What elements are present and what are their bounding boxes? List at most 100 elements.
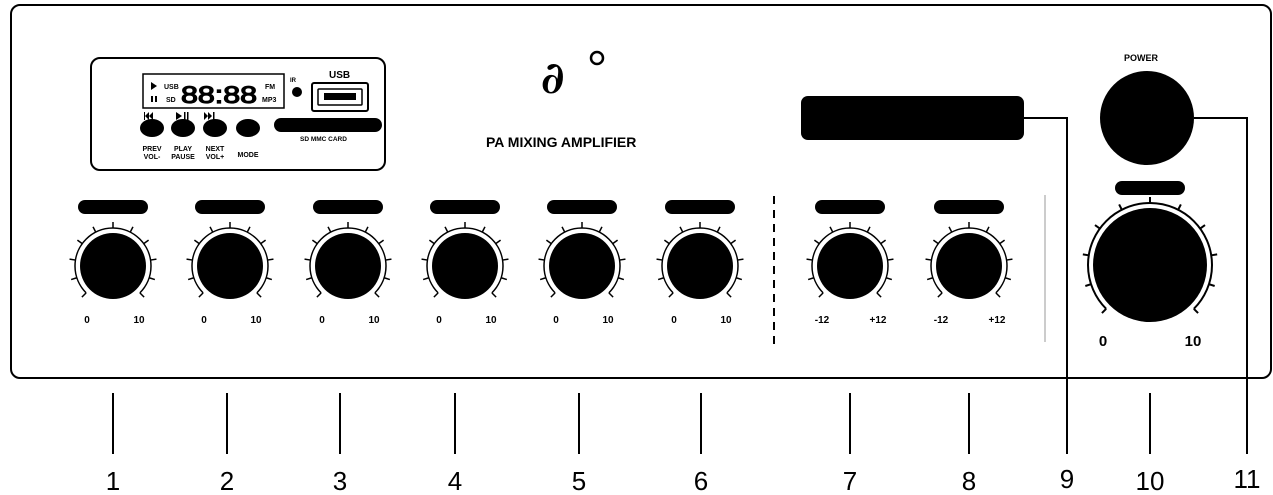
channel-knob-4-max-label: 10: [485, 315, 497, 326]
callout-number: 6: [694, 466, 708, 495]
channel-knob-1-scale-arc: [74, 227, 152, 294]
master-volume-knob-scale-tick: [1094, 224, 1101, 230]
channel-knob-5-scale-tick: [550, 292, 556, 298]
master-volume-knob-min-label: 0: [1099, 333, 1107, 350]
tone-knob-1-max-label: +12: [870, 315, 887, 326]
channel-knob-6-scale-tick: [668, 292, 674, 298]
channel-knob-1[interactable]: [80, 233, 146, 299]
tone-knob-1-scale-tick: [818, 292, 824, 298]
callout-number: 7: [843, 466, 857, 495]
channel-knob-1-scale-tick: [70, 277, 78, 281]
play-pause-icon: [176, 112, 182, 120]
player-button-2[interactable]: [171, 119, 195, 137]
tone-knob-1-scale-tick: [885, 277, 893, 281]
master-volume-knob[interactable]: [1093, 208, 1207, 322]
tone-knob-2-scale-tick: [1006, 258, 1013, 261]
channel-knob-6-min-label: 0: [671, 315, 677, 326]
channel-knob-1-scale-tick: [139, 292, 145, 298]
channel-knob-6-scale-tick: [737, 258, 744, 261]
brand-logo: ∂: [541, 50, 605, 104]
channel-knob-6-label-strip: [665, 200, 735, 214]
channel-knob-5-scale-tick: [608, 292, 614, 298]
tone-knob-1-scale-tick: [876, 292, 882, 298]
player-button-sublabel: VOL+: [206, 154, 224, 161]
channel-knob-5-scale-tick: [545, 239, 552, 245]
channel-knob-4-scale-tick: [491, 292, 497, 298]
channel-knob-2-label-strip: [195, 200, 265, 214]
channel-knob-2-scale-tick: [260, 239, 267, 245]
channel-knob-3-max-label: 10: [368, 315, 380, 326]
channel-knob-3-label-strip: [313, 200, 383, 214]
channel-knob-1-label-strip: [78, 200, 148, 214]
channel-knob-1-scale-tick: [92, 226, 97, 233]
callout-number: 4: [448, 466, 462, 495]
tone-knob-1-scale-tick: [887, 258, 894, 261]
callout-number: 2: [220, 466, 234, 495]
tone-knob-2[interactable]: [936, 233, 1002, 299]
callout-number: 3: [333, 466, 347, 495]
channel-knob-4-scale-tick: [444, 226, 449, 233]
channel-knob-3-min-label: 0: [319, 315, 325, 326]
ir-label: IR: [290, 78, 297, 84]
player-button-sublabel: PAUSE: [171, 154, 195, 161]
channel-knob-2-scale-tick: [246, 226, 251, 233]
player-button-label: PLAY: [174, 146, 192, 153]
tone-knob-1-scale-tick: [806, 258, 813, 261]
power-button[interactable]: [1100, 71, 1194, 165]
channel-knob-4-scale-tick: [428, 239, 435, 245]
callout-number: 10: [1136, 466, 1165, 495]
channel-knob-2-scale-tick: [267, 258, 274, 261]
channel-knob-3-scale-arc: [309, 227, 387, 294]
player-button-1[interactable]: [140, 119, 164, 137]
channel-knob-1-scale-tick: [76, 239, 83, 245]
player-button-4[interactable]: [236, 119, 260, 137]
next-icon: [204, 112, 212, 120]
master-volume-knob-scale-tick: [1199, 224, 1206, 230]
channel-knob-1-min-label: 0: [84, 315, 90, 326]
player-button-sublabel: VOL-: [144, 154, 161, 161]
channel-knob-5-min-label: 0: [553, 315, 559, 326]
ir-sensor: [292, 87, 302, 97]
player-button-3[interactable]: [203, 119, 227, 137]
channel-knob-3[interactable]: [315, 233, 381, 299]
channel-knob-4-min-label: 0: [436, 315, 442, 326]
callout-leader-line: [1194, 117, 1248, 454]
sd-card-slot[interactable]: [274, 118, 382, 132]
channel-knob-6-scale-tick: [657, 277, 665, 281]
tone-knob-1[interactable]: [817, 233, 883, 299]
master-volume-knob-scale-tick: [1211, 253, 1218, 257]
play-indicator-icon: [151, 82, 157, 90]
amplifier-title: PA MIXING AMPLIFIER: [486, 134, 636, 150]
tone-knob-2-min-label: -12: [934, 315, 949, 326]
channel-knob-2[interactable]: [197, 233, 263, 299]
channel-knob-3-scale-tick: [364, 226, 369, 233]
channel-knob-5[interactable]: [549, 233, 615, 299]
channel-knob-5-scale-tick: [612, 239, 619, 245]
channel-knob-2-scale-tick: [187, 277, 195, 281]
channel-knob-4-scale-tick: [500, 277, 508, 281]
display-window: [801, 96, 1024, 140]
tone-knob-1-scale-tick: [866, 226, 871, 233]
channel-knob-2-min-label: 0: [201, 315, 207, 326]
master-volume-knob-scale-tick: [1118, 203, 1123, 211]
channel-knob-3-scale-tick: [304, 258, 311, 261]
player-module-frame: [90, 57, 386, 171]
channel-knob-3-scale-tick: [311, 239, 318, 245]
channel-knob-6[interactable]: [667, 233, 733, 299]
channel-knob-4[interactable]: [432, 233, 498, 299]
tone-knob-1-scale-tick: [880, 239, 887, 245]
channel-knob-2-scale-arc: [191, 227, 269, 294]
player-button-label: NEXT: [206, 146, 225, 153]
tone-knob-1-scale-tick: [813, 239, 820, 245]
lcd-fm-indicator: FM: [265, 84, 275, 91]
usb-port[interactable]: [311, 82, 369, 112]
channel-knob-2-scale-tick: [265, 277, 273, 281]
channel-knob-4-scale-tick: [502, 258, 509, 261]
channel-knob-6-scale-tick: [726, 292, 732, 298]
callout-number: 1: [106, 466, 120, 495]
callout-leader-line: [1024, 117, 1068, 454]
